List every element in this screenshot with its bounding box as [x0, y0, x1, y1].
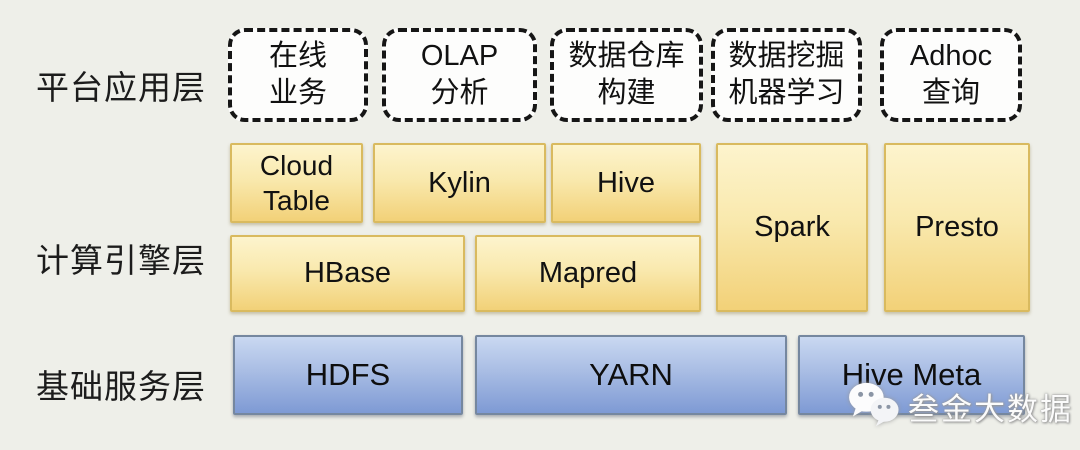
- compute-box-spark: Spark: [716, 143, 868, 312]
- layer-label-base: 基础服务层: [36, 368, 206, 405]
- layer-label-compute: 计算引擎层: [36, 242, 206, 279]
- base-box-hdfs: HDFS: [233, 335, 463, 415]
- app-box-line: 数据挖掘: [728, 39, 845, 72]
- layer-label-application: 平台应用层: [36, 69, 206, 106]
- compute-box-hive: Hive: [551, 143, 701, 223]
- app-box-olap-analysis: OLAP 分析: [382, 28, 537, 122]
- app-box-line: Adhoc: [909, 39, 993, 72]
- app-box-line: OLAP: [420, 39, 499, 72]
- watermark-text: 叁金大数据: [908, 392, 1073, 427]
- app-box-line: 在线: [268, 39, 327, 72]
- app-box-online-business: 在线 业务: [228, 28, 368, 122]
- app-box-line: 构建: [597, 77, 656, 109]
- wechat-icon: [846, 380, 904, 433]
- watermark: 叁金大数据: [846, 380, 1073, 433]
- app-box-adhoc-query: Adhoc 查询: [880, 28, 1022, 122]
- compute-box-mapred: Mapred: [475, 235, 701, 312]
- app-box-line: 数据仓库: [568, 39, 685, 72]
- app-box-data-warehouse: 数据仓库 构建: [550, 28, 703, 122]
- compute-box-cloud-table: Cloud Table: [230, 143, 363, 223]
- compute-box-presto: Presto: [884, 143, 1030, 312]
- compute-box-kylin: Kylin: [373, 143, 546, 223]
- app-box-line: 查询: [921, 77, 980, 109]
- compute-box-hbase: HBase: [230, 235, 465, 312]
- app-box-data-mining-ml: 数据挖掘 机器学习: [711, 28, 862, 122]
- app-box-line: 机器学习: [728, 77, 845, 109]
- app-box-line: 业务: [268, 77, 327, 109]
- base-box-yarn: YARN: [475, 335, 787, 415]
- app-box-line: 分析: [430, 77, 489, 109]
